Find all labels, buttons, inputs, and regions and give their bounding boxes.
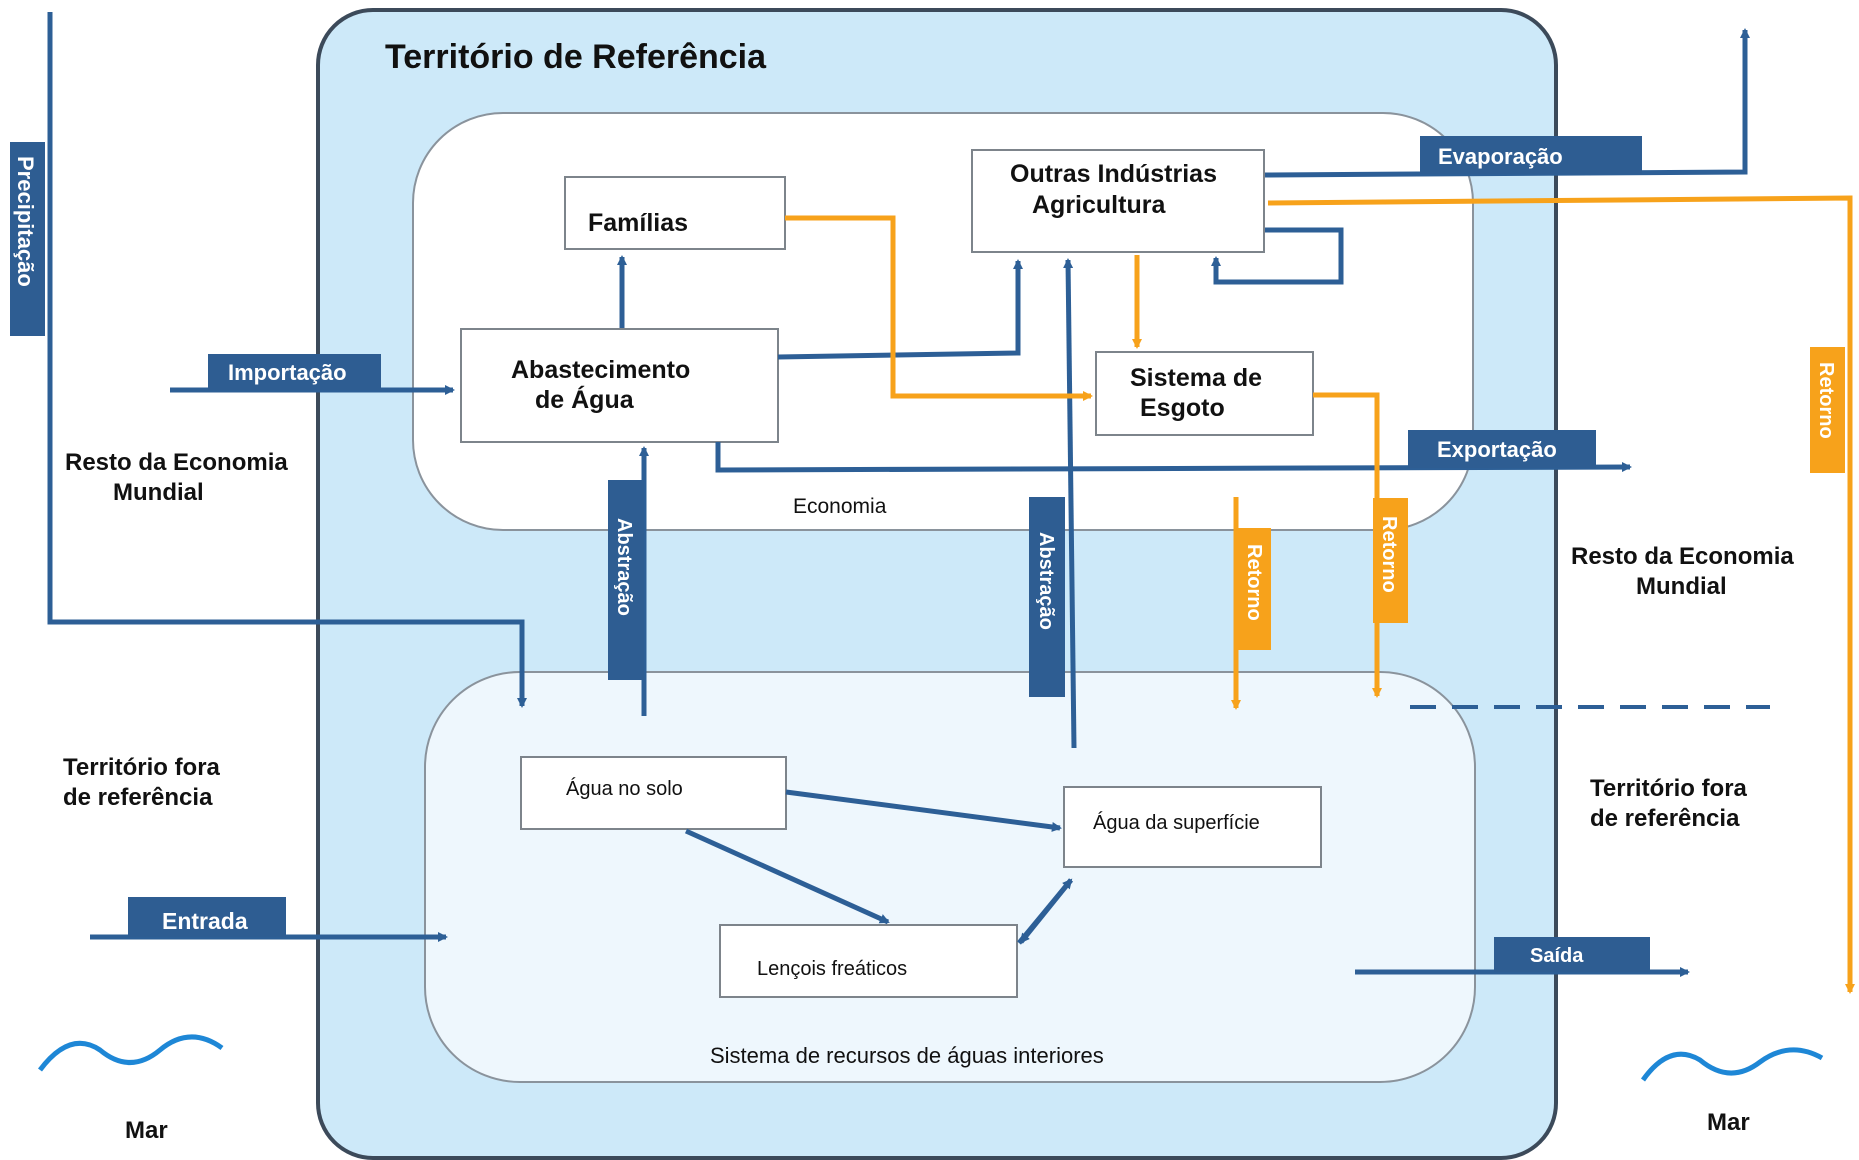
importacao-label: Importação [228, 360, 347, 385]
outras-industrias-line1: Outras Indústrias [1010, 160, 1217, 188]
precipitacao-label-box [10, 142, 45, 336]
evaporacao-label-box [1420, 136, 1642, 174]
retorno-label-2: Retorno [1378, 516, 1400, 593]
retorno-label-box-2 [1373, 498, 1408, 623]
agua-superficie-text: Água da superfície [1093, 811, 1260, 834]
superficie-lencois-flow [1019, 878, 1073, 944]
outras-industrias-line2: Agricultura [1032, 191, 1166, 219]
lencois-box [719, 924, 1018, 998]
lencois-text: Lençois freáticos [757, 958, 907, 980]
retorno-label-3: Retorno [1815, 362, 1837, 439]
retorno-label-box-1 [1238, 528, 1271, 650]
retorno-label-1: Retorno [1243, 544, 1265, 621]
sea-wave-icon-left [38, 1034, 224, 1072]
retorno-label-box-3 [1810, 347, 1845, 473]
territorio-fora-right-line2: de referência [1590, 805, 1740, 832]
exportacao-label: Exportação [1437, 437, 1557, 462]
resto-economia-left-line2: Mundial [113, 479, 204, 506]
resto-economia-right-line2: Mundial [1636, 573, 1727, 600]
agua-solo-text: Água no solo [566, 777, 683, 800]
abstracao-label-1: Abstração [613, 518, 635, 616]
familias-text: Famílias [588, 209, 688, 237]
territorio-fora-left-line1: Território fora [63, 754, 221, 781]
saida-label-box [1494, 937, 1650, 972]
abstracao-label-box-1 [608, 480, 644, 680]
precipitacao-label: Precipitação [13, 156, 38, 287]
abastecimento-industrias-flow [777, 259, 1023, 360]
agua-superficie-box [1063, 786, 1322, 868]
sea-wave-icon-right [1640, 1047, 1824, 1082]
outras-industrias-box [971, 149, 1265, 253]
economy-label: Economia [793, 495, 887, 518]
importacao-label-box [208, 354, 381, 390]
abastecimento-line2: de Água [535, 385, 635, 414]
evaporacao-label: Evaporação [1438, 144, 1563, 169]
exportacao-flow [715, 442, 1632, 473]
mar-left-label: Mar [125, 1117, 168, 1144]
exportacao-label-box [1408, 430, 1596, 468]
esgoto-box [1095, 351, 1314, 436]
abastecimento-box [460, 328, 779, 443]
familias-esgoto-flow [785, 215, 1093, 401]
solo-superficie-flow [785, 789, 1062, 832]
entrada-label-box [128, 897, 286, 937]
saida-label: Saída [1530, 945, 1584, 967]
territorio-fora-right-line1: Território fora [1590, 775, 1748, 802]
precipitacao-flow [47, 12, 527, 708]
industrias-internal-loop [1211, 227, 1344, 285]
agua-solo-box [520, 756, 787, 830]
resto-economia-right-line1: Resto da Economia [1571, 543, 1794, 570]
esgoto-line1: Sistema de [1130, 364, 1262, 392]
industrias-retorno-export-flow [1267, 195, 1855, 994]
abastecimento-line1: Abastecimento [511, 356, 690, 384]
territorio-fora-left-line2: de referência [63, 784, 213, 811]
inland-water-region [424, 671, 1476, 1083]
territory-title: Território de Referência [385, 38, 767, 76]
mar-right-label: Mar [1707, 1109, 1750, 1136]
esgoto-line2: Esgoto [1140, 394, 1225, 422]
abstracao-label-box-2 [1029, 497, 1065, 697]
abstracao-label-2: Abstração [1035, 532, 1057, 630]
familias-box [564, 176, 786, 250]
entrada-label: Entrada [162, 908, 248, 934]
solo-lencois-flow [684, 828, 890, 925]
resto-economia-left-line1: Resto da Economia [65, 449, 288, 476]
abstracao-flow-2 [1063, 258, 1077, 749]
inland-water-label: Sistema de recursos de águas interiores [710, 1043, 1104, 1068]
